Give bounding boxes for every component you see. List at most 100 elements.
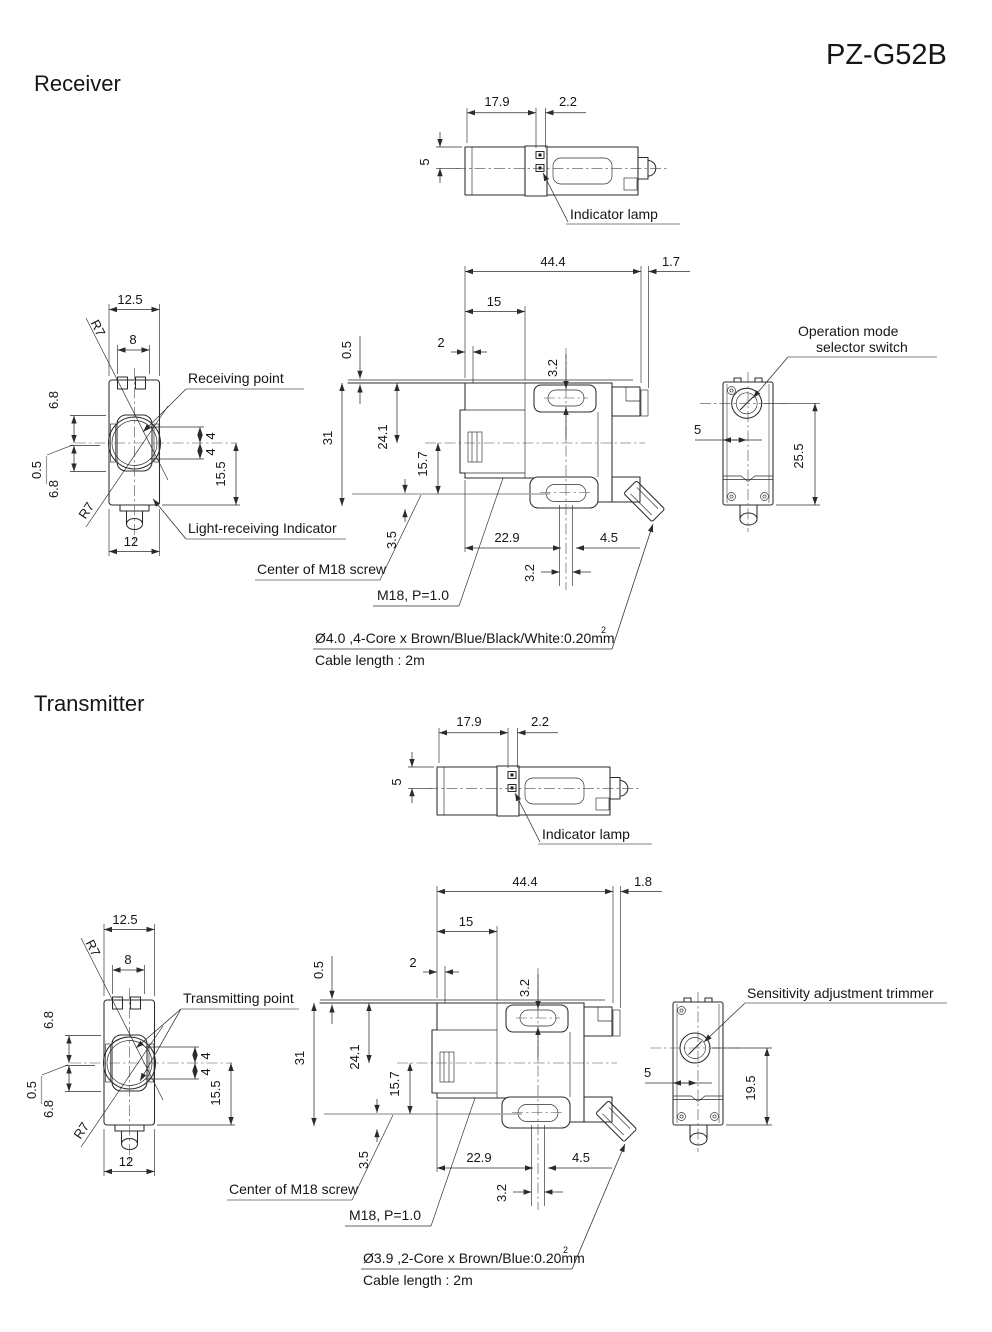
dim-text: 3.5 bbox=[356, 1151, 371, 1169]
receiver-indicator-lamp-label: Indicator lamp bbox=[542, 172, 680, 225]
label-text-line1: Sensitivity adjustment trimmer bbox=[747, 985, 934, 1001]
dim-transmitter-top-height: 5 bbox=[389, 752, 434, 803]
dim-text: 6.8 bbox=[41, 1100, 56, 1118]
dim-receiver-side-to-axis: 24.1 bbox=[375, 383, 400, 450]
label-text: Receiving point bbox=[188, 370, 284, 386]
dim-receiver-side-slot-bottom: 3.2 bbox=[522, 505, 591, 586]
label-text-line2: selector switch bbox=[816, 339, 908, 355]
dim-text: 4 bbox=[203, 448, 218, 455]
dim-text: 1.8 bbox=[634, 874, 652, 889]
radius-label-bottom: R7 bbox=[70, 1119, 92, 1141]
dim-text: 2 bbox=[437, 335, 444, 350]
dim-text: 12 bbox=[119, 1154, 133, 1169]
dim-transmitter-front-width: 12.5 bbox=[103, 912, 155, 996]
dim-transmitter-side-head: 15 bbox=[437, 914, 498, 1000]
dim-text: 24.1 bbox=[347, 1044, 362, 1069]
dim-text: 12.5 bbox=[112, 912, 137, 927]
light-receiving-indicator-label: Light-receiving Indicator bbox=[152, 498, 346, 540]
dim-receiver-front-width: 12.5 bbox=[108, 292, 160, 376]
dim-receiver-front-gaps: 4 4 bbox=[150, 426, 218, 460]
dim-receiver-side-slot-top: 3.2 bbox=[545, 354, 569, 440]
dim-transmitter-side-to-axis: 24.1 bbox=[347, 1003, 372, 1070]
dim-receiver-end-offset: 5 bbox=[694, 422, 762, 443]
dim-text: 0.5 bbox=[29, 461, 44, 479]
dim-receiver-side-mount-pitch: 22.9 bbox=[464, 480, 561, 552]
dim-transmitter-side-slot-top: 3.2 bbox=[517, 974, 541, 1060]
dim-receiver-side-lip: 2 bbox=[437, 335, 487, 383]
dim-text: 15.5 bbox=[208, 1080, 223, 1105]
dim-text: 44.4 bbox=[540, 254, 565, 269]
transmitter-side-view: 44.4 1.8 15 2 0.5 3.2 bbox=[227, 874, 662, 1288]
dim-text: 31 bbox=[320, 431, 335, 445]
cable-length-text: Cable length : 2m bbox=[363, 1272, 473, 1288]
dim-transmitter-front-bottom-width: 12 bbox=[103, 1129, 155, 1176]
dim-transmitter-front-offsets: 6.8 6.8 0.5 bbox=[24, 1011, 101, 1118]
label-text: Transmitting point bbox=[183, 990, 294, 1006]
dim-receiver-top-length: 17.9 bbox=[466, 94, 537, 148]
dim-text: 6.8 bbox=[41, 1011, 56, 1029]
dim-text: 5 bbox=[389, 778, 404, 785]
dim-transmitter-side-lip: 2 bbox=[409, 955, 459, 1003]
dim-transmitter-side-tail: 1.8 bbox=[620, 874, 662, 1008]
dim-receiver-front-to-bottom: 15.5 bbox=[162, 443, 240, 506]
dim-receiver-side-axis-base: 15.7 bbox=[415, 443, 441, 494]
dim-text: 3.2 bbox=[517, 979, 532, 997]
operation-mode-label: Operation mode selector switch bbox=[752, 323, 937, 399]
transmitter-cable-note: Ø3.9 ,2-Core x Brown/Blue:0.20mm 2 Cable… bbox=[361, 1143, 626, 1288]
dim-text: 3.2 bbox=[522, 564, 537, 582]
m18-thread-label-tx: M18, P=1.0 bbox=[345, 1097, 476, 1227]
dim-text: 22.9 bbox=[494, 530, 519, 545]
dim-receiver-side-base: 3.5 bbox=[384, 479, 408, 549]
dim-transmitter-end-offset: 5 bbox=[644, 1065, 712, 1086]
radius-label-top: R7 bbox=[83, 937, 104, 959]
receiver-cable-note: Ø4.0 ,4-Core x Brown/Blue/Black/White:0.… bbox=[313, 523, 654, 668]
dim-receiver-top-height: 5 bbox=[417, 132, 462, 183]
dim-receiver-side-rear: 4.5 bbox=[576, 530, 640, 551]
dim-transmitter-side-base: 3.5 bbox=[356, 1099, 380, 1169]
radius-label-bottom: R7 bbox=[75, 499, 97, 521]
dim-text: 4 bbox=[198, 1068, 213, 1075]
dim-text: 4.5 bbox=[600, 530, 618, 545]
label-text: M18, P=1.0 bbox=[377, 587, 449, 603]
label-text: Indicator lamp bbox=[542, 826, 630, 842]
label-text: M18, P=1.0 bbox=[349, 1207, 421, 1223]
dim-text: 6.8 bbox=[46, 480, 61, 498]
label-text: Center of M18 screw bbox=[257, 561, 387, 577]
dim-transmitter-side-flush: 0.5 bbox=[311, 956, 335, 1024]
radius-label-top: R7 bbox=[88, 317, 109, 339]
transmitter-front-view: R7 R7 12.5 8 4 4 15.5 bbox=[24, 912, 299, 1176]
dim-transmitter-side-slot-bottom: 3.2 bbox=[494, 1125, 563, 1206]
dim-transmitter-side-length: 44.4 bbox=[436, 874, 614, 1003]
dim-transmitter-side-height: 31 bbox=[292, 1003, 317, 1126]
dim-text: 25.5 bbox=[791, 443, 806, 468]
cable-spec-sup: 2 bbox=[601, 625, 606, 635]
dim-text: 4 bbox=[203, 432, 218, 439]
dim-transmitter-side-mount-pitch: 22.9 bbox=[436, 1100, 533, 1172]
receiver-heading: Receiver bbox=[34, 71, 121, 96]
cable-spec-text: Ø4.0 ,4-Core x Brown/Blue/Black/White:0.… bbox=[315, 630, 615, 646]
dim-text: 1.7 bbox=[662, 254, 680, 269]
dim-transmitter-top-length: 17.9 bbox=[438, 714, 509, 768]
receiving-point-label: Receiving point bbox=[142, 370, 304, 433]
transmitter-heading: Transmitter bbox=[34, 691, 144, 716]
dim-receiver-side-flush: 0.5 bbox=[339, 336, 363, 404]
dim-text: 5 bbox=[694, 422, 701, 437]
dim-receiver-side-height: 31 bbox=[320, 383, 345, 506]
dim-text: 2.2 bbox=[559, 94, 577, 109]
dim-text: 5 bbox=[644, 1065, 651, 1080]
dim-text: 0.5 bbox=[339, 341, 354, 359]
cable-spec-sup: 2 bbox=[563, 1245, 568, 1255]
dim-text: 15.5 bbox=[213, 461, 228, 486]
dim-transmitter-end-depth: 19.5 bbox=[712, 1047, 772, 1126]
cable-spec-text: Ø3.9 ,2-Core x Brown/Blue:0.20mm bbox=[363, 1250, 585, 1266]
dim-receiver-front-offsets: 6.8 6.8 0.5 bbox=[29, 391, 106, 498]
transmitter-indicator-lamp-label: Indicator lamp bbox=[514, 792, 652, 845]
dim-receiver-top-lamp-offset: 2.2 bbox=[545, 94, 586, 148]
sensitivity-trimmer-label: Sensitivity adjustment trimmer bbox=[703, 985, 947, 1043]
dim-receiver-end-depth: 25.5 bbox=[764, 402, 820, 506]
dim-text: 24.1 bbox=[375, 424, 390, 449]
label-text-line1: Operation mode bbox=[798, 323, 899, 339]
center-of-m18-label-tx: Center of M18 screw bbox=[227, 1114, 394, 1201]
